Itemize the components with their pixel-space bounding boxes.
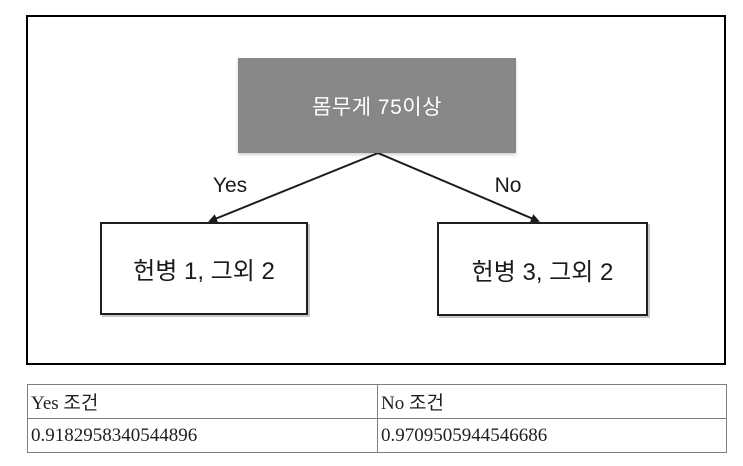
root-node: 몸무게 75이상 [238,58,516,153]
leaf-node-yes-label: 헌병 1, 그외 2 [133,258,275,285]
yes-condition-value: 0.9182958340544896 [27,418,378,453]
root-node-label: 몸무게 75이상 [312,95,442,119]
table-value-row: 0.9182958340544896 0.9709505944546686 [27,418,727,453]
no-branch-label: No [494,174,522,197]
table-header-row: Yes 조건 No 조건 [27,384,727,419]
leaf-node-no-label: 헌병 3, 그외 2 [471,258,614,286]
no-condition-value: 0.9709505944546686 [377,418,727,453]
yes-branch-label: Yes [212,174,248,197]
condition-table: Yes 조건 No 조건 0.9182958340544896 0.970950… [27,384,727,453]
no-condition-header: No 조건 [377,384,727,419]
yes-condition-header: Yes 조건 [27,384,378,419]
leaf-node-yes: 헌병 1, 그외 2 [100,222,308,315]
leaf-node-no: 헌병 3, 그외 2 [437,222,648,316]
decision-tree-frame: 몸무게 75이상 Yes No 헌병 1, 그외 2 헌병 3, 그외 2 [26,15,726,365]
